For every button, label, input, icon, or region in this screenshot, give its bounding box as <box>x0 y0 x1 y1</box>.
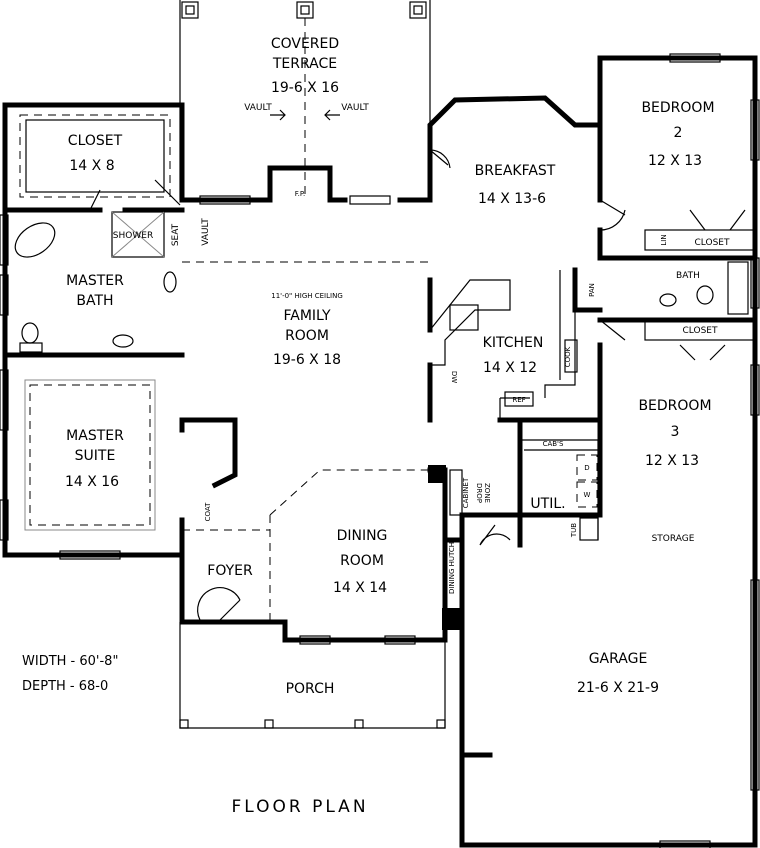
drop-zone-label-2: ZONE <box>483 483 491 503</box>
tub-label: TUB <box>570 523 578 538</box>
windows <box>0 53 760 848</box>
labels: COVERED COVERED TERRACE 19-6 X 16 VAULT … <box>22 36 730 817</box>
breakfast-size: 14 X 13-6 <box>478 191 546 207</box>
bedroom2-label: BEDROOM <box>641 100 714 116</box>
cook-label: COOK <box>564 346 572 367</box>
family-room-size: 19-6 X 18 <box>273 352 341 368</box>
family-room-label-2: ROOM <box>285 328 329 344</box>
master-suite-label-2: SUITE <box>75 448 116 464</box>
master-bath-label-2: BATH <box>76 293 113 309</box>
ceiling-note: 11'-0" HIGH CEILING <box>271 292 343 300</box>
washer-label: W <box>584 491 591 499</box>
closet-bedroom3-label: CLOSET <box>683 326 718 336</box>
vault-label: VAULT <box>341 103 369 113</box>
closet-size: 14 X 8 <box>69 158 114 174</box>
plan-title: FLOOR PLAN <box>231 797 368 817</box>
fixtures <box>14 114 756 622</box>
column <box>428 465 446 483</box>
storage-label: STORAGE <box>652 534 695 544</box>
garage-size: 21-6 X 21-9 <box>577 680 659 696</box>
master-suite-label: MASTER <box>66 428 124 444</box>
utility-label: UTIL. <box>530 496 565 512</box>
dining-room-size: 14 X 14 <box>333 580 387 596</box>
dw-label: DW <box>450 371 458 383</box>
walls <box>2 55 758 848</box>
terrace-size: 19-6 X 16 <box>271 80 339 96</box>
family-room-label: FAMILY <box>283 308 330 324</box>
ref-label: REF <box>512 396 525 404</box>
bedroom3-number: 3 <box>671 424 680 440</box>
coat-label: COAT <box>204 502 212 522</box>
closet-label: CLOSET <box>68 133 123 149</box>
cabs-label: CAB'S <box>543 440 564 448</box>
dining-room-label: DINING <box>337 528 388 544</box>
master-bath-label: MASTER <box>66 273 124 289</box>
porch-outline <box>179 622 446 729</box>
terrace-label: COVERED <box>271 36 339 52</box>
doors <box>89 149 746 621</box>
dining-hutch-label: DINING HUTCH <box>448 542 456 594</box>
bedroom3-size: 12 X 13 <box>645 453 699 469</box>
vault-label: VAULT <box>201 218 211 246</box>
seat-label: SEAT <box>171 223 181 246</box>
pantry-label: PAN <box>588 283 596 297</box>
width-dimension: WIDTH - 60'-8" <box>22 654 118 669</box>
master-suite-size: 14 X 16 <box>65 474 119 490</box>
vault-label: VAULT <box>244 103 272 113</box>
dryer-label: D <box>584 464 589 472</box>
porch-label: PORCH <box>286 681 335 697</box>
bedroom3-label: BEDROOM <box>638 398 711 414</box>
linen-label: LIN <box>660 234 668 245</box>
drop-zone-label: DROP <box>475 483 483 503</box>
bedroom2-size: 12 X 13 <box>648 153 702 169</box>
bath-label: BATH <box>676 271 700 281</box>
garage-label: GARAGE <box>589 651 648 667</box>
kitchen-label: KITCHEN <box>483 335 544 351</box>
dining-room-label-2: ROOM <box>340 553 384 569</box>
fireplace-label: F.P. <box>295 190 305 198</box>
closet-bedroom2-label: CLOSET <box>695 238 730 248</box>
bedroom2-number: 2 <box>674 125 683 141</box>
breakfast-label: BREAKFAST <box>475 163 556 179</box>
cabinet-label: CABINET <box>462 477 470 508</box>
depth-dimension: DEPTH - 68-0 <box>22 679 108 694</box>
shower-label: SHOWER <box>113 231 153 241</box>
column <box>442 608 462 630</box>
foyer-label: FOYER <box>207 563 253 579</box>
kitchen-size: 14 X 12 <box>483 360 537 376</box>
terrace-label-2: TERRACE <box>272 56 337 72</box>
